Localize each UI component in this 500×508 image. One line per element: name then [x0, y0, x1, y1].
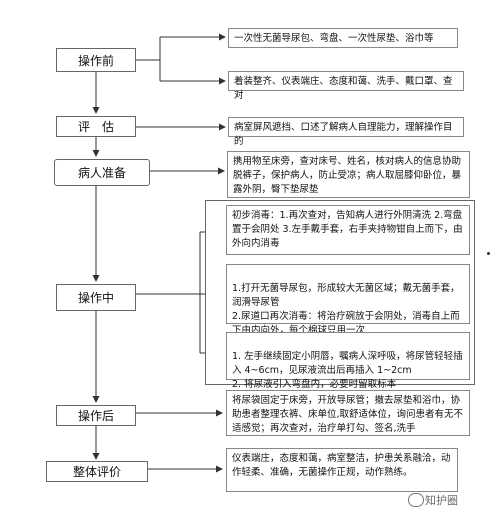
node-before-label: 操作前	[77, 53, 114, 68]
node-overall-label: 整体评价	[72, 465, 121, 479]
node-patient-prep-label: 病人准备	[77, 166, 126, 180]
detail-assess: 病室屏风遮挡、口述了解病人自理能力，理解操作目的	[228, 117, 464, 147]
detail-after-text: 将尿袋固定于床旁，开放导尿管；撤去尿垫和浴巾，协助患者整理衣裤、床单位,取舒适体…	[232, 395, 464, 434]
detail-before-supplies: 一次性无菌导尿包、弯盘、一次性尿垫、浴巾等	[228, 28, 458, 48]
node-patient-prep: 病人准备	[54, 159, 150, 186]
detail-during-insertion: 1. 左手继续固定小阴唇，嘱病人深呼吸，将尿管轻轻插入 4~6cm，见尿液流出后…	[226, 332, 470, 390]
detail-patient-prep: 携用物至床旁，查对床号、姓名，核对病人的信息协助脱裤子，保护病人，防止受凉；病人…	[227, 151, 470, 198]
detail-during-sterile-field: 1.打开无菌导尿包，形成较大无菌区域；戴无菌手套，润滑导尿管 2.尿道口再次消毒…	[226, 264, 470, 336]
watermark-chat-icon	[408, 493, 424, 507]
detail-during-initial-disinfection: 初步消毒：1.再次查对，告知病人进行外阴清洗 2.弯盘置于会阴处 3.左手戴手套…	[226, 205, 470, 255]
detail-during-initial-disinfection-text: 初步消毒：1.再次查对，告知病人进行外阴清洗 2.弯盘置于会阴处 3.左手戴手套…	[232, 210, 463, 249]
detail-before-appearance-text: 着装整齐、仪表端庄、态度和蔼、洗手、戴口罩、查对	[234, 76, 453, 101]
node-overall: 整体评价	[46, 461, 148, 482]
node-during-label: 操作中	[77, 291, 114, 305]
watermark: 知护圈	[425, 494, 458, 507]
node-after: 操作后	[56, 405, 136, 426]
node-assess: 评 估	[56, 116, 136, 137]
node-assess-label: 评 估	[77, 120, 114, 134]
detail-after: 将尿袋固定于床旁，开放导尿管；撤去尿垫和浴巾，协助患者整理衣裤、床单位,取舒适体…	[226, 390, 470, 436]
detail-during-insertion-text: 1. 左手继续固定小阴唇，嘱病人深呼吸，将尿管轻轻插入 4~6cm，见尿液流出后…	[232, 351, 463, 390]
node-after-label: 操作后	[77, 409, 114, 423]
margin-dot	[487, 252, 490, 255]
detail-patient-prep-text: 携用物至床旁，查对床号、姓名，核对病人的信息协助脱裤子，保护病人，防止受凉；病人…	[233, 156, 462, 195]
detail-before-supplies-text: 一次性无菌导尿包、弯盘、一次性尿垫、浴巾等	[234, 33, 434, 44]
node-during: 操作中	[56, 284, 136, 311]
detail-during-sterile-field-text: 1.打开无菌导尿包，形成较大无菌区域；戴无菌手套，润滑导尿管 2.尿道口再次消毒…	[232, 283, 460, 336]
detail-assess-text: 病室屏风遮挡、口述了解病人自理能力，理解操作目的	[234, 122, 453, 147]
detail-overall: 仪表端庄，态度和蔼，病室整洁，护患关系融洽，动作轻柔、准确，无菌操作正规，动作熟…	[226, 448, 458, 492]
node-before: 操作前	[56, 48, 136, 72]
detail-before-appearance: 着装整齐、仪表端庄、态度和蔼、洗手、戴口罩、查对	[228, 71, 464, 101]
detail-overall-text: 仪表端庄，态度和蔼，病室整洁，护患关系融洽，动作轻柔、准确，无菌操作正规，动作熟…	[232, 453, 451, 478]
